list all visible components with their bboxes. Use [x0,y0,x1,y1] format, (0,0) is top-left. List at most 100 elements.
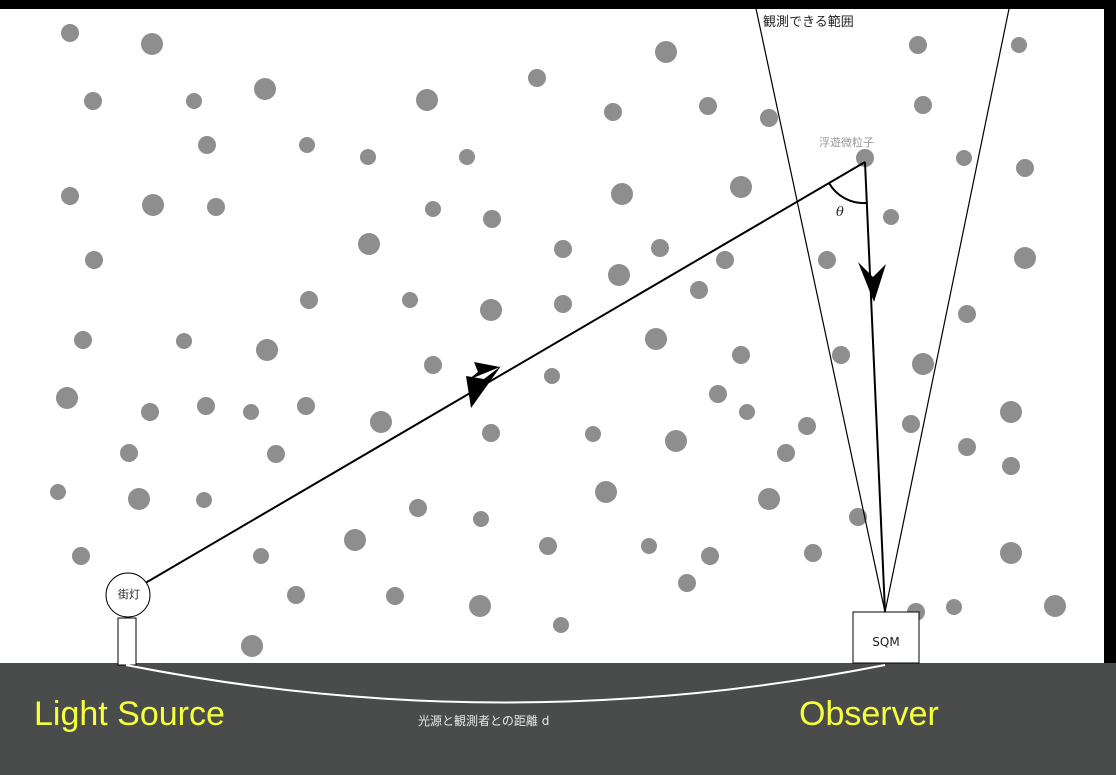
particle-dot [554,295,572,313]
particle-dot [299,137,315,153]
particle-dot [956,150,972,166]
scattered-ray-arrowhead [858,262,886,302]
particle-dot [595,481,617,503]
particle-dot [604,103,622,121]
particle-dot [386,587,404,605]
particle-dot [56,387,78,409]
particle-dot [539,537,557,555]
particle-dot [360,149,376,165]
particle-dot [72,547,90,565]
particle-dot [902,415,920,433]
particle-dot [1016,159,1034,177]
particle-dot [84,92,102,110]
particle-dot [730,176,752,198]
particle-dot [196,492,212,508]
street-lamp-label: 街灯 [118,588,140,601]
particle-dot [469,595,491,617]
particle-dot [253,548,269,564]
sqm-label: SQM [872,635,900,649]
particle-dot [254,78,276,100]
theta-label: θ [836,205,844,220]
incident-ray [129,161,866,593]
particle-dot [655,41,677,63]
particle-dot [198,136,216,154]
particle-dot [1044,595,1066,617]
particle-dot [804,544,822,562]
particle-dot [958,438,976,456]
particle-dot [758,488,780,510]
scattering-particle [856,149,874,167]
particle-dot [651,239,669,257]
particle-dot [732,346,750,364]
particle-dot [207,198,225,216]
particle-dot [473,511,489,527]
particle-dot [544,368,560,384]
lamp-post [117,617,137,666]
scattering-angle-arc [828,182,867,205]
particle-dot [678,574,696,592]
particle-dot [716,251,734,269]
particle-dot [1002,457,1020,475]
particle-dot [483,210,501,228]
incident-ray-arrow [468,362,500,380]
particle-dot [267,445,285,463]
particle-dot [344,529,366,551]
particle-dot [142,194,164,216]
particle-dot [409,499,427,517]
right-frame [1104,0,1116,663]
particle-dot [128,488,150,510]
particle-dot [416,89,438,111]
particle-dot [849,508,867,526]
particle-dot [482,424,500,442]
particle-dot [61,24,79,42]
particle-dot [241,635,263,657]
particle-dot [701,547,719,565]
particle-dot [459,149,475,165]
particle-dot [914,96,932,114]
particle-dot [909,36,927,54]
particle-dot [50,484,66,500]
particle-dot [528,69,546,87]
particle-dot [798,417,816,435]
particle-dot [1000,542,1022,564]
distance-label: 光源と観測者との距離 d [418,714,550,728]
particle-dot [287,586,305,604]
particle-dot [699,97,717,115]
particle-dot [300,291,318,309]
particle-dot [641,538,657,554]
light-source-label: Light Source [34,695,225,733]
particle-dot [480,299,502,321]
particle-dot [645,328,667,350]
particle-dot [760,109,778,127]
particle-dot [256,339,278,361]
particle-dot [425,201,441,217]
sqm-box [852,611,920,664]
particle-dot [176,333,192,349]
lamp-head [105,572,151,618]
particle-dot [358,233,380,255]
sky-background [0,0,1116,663]
particle-dot [370,411,392,433]
particle-dot [946,599,962,615]
top-frame [0,0,1116,9]
particle-dot [958,305,976,323]
ground [0,663,1116,775]
particle-dot [85,251,103,269]
distance-curve [125,664,886,704]
incident-ray-arrowhead [466,366,501,408]
particle-dot [1000,401,1022,423]
particle-dot [611,183,633,205]
particle-dot [739,404,755,420]
particle-dot [424,356,442,374]
particle-dot [243,404,259,420]
particle-dot [585,426,601,442]
particle-dot [1014,247,1036,269]
particle-dot [186,93,202,109]
particle-dot [883,209,899,225]
particle-dot [141,403,159,421]
scattered-ray [864,161,886,613]
particle-dot [297,397,315,415]
observable-cone [754,3,1011,613]
